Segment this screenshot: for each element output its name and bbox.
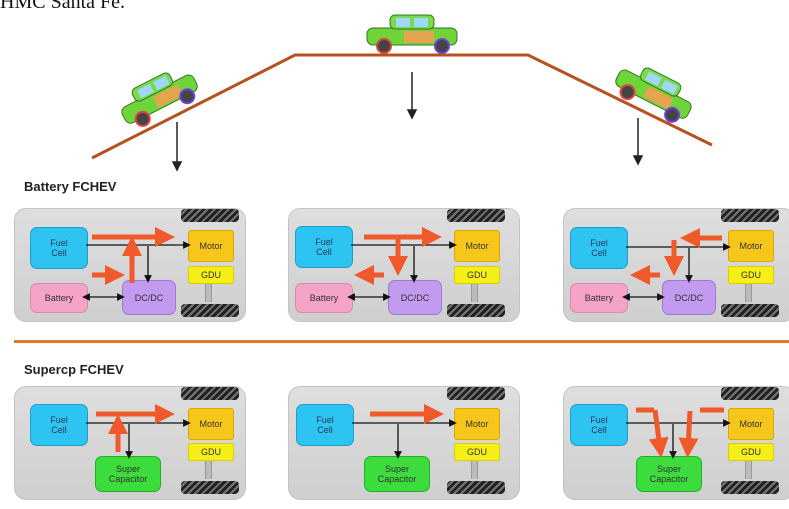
figure-caption: HMC Santa Fe. (0, 0, 125, 13)
panel3-flow (630, 228, 722, 285)
axle (205, 461, 212, 479)
tire-bottom (181, 481, 239, 494)
section-title-supercap: Supercp FCHEV (24, 362, 124, 377)
gdu-box: GDU (728, 266, 774, 284)
tire-bottom (447, 481, 505, 494)
axle (471, 461, 478, 479)
tire-top (447, 209, 505, 222)
fuel-cell-box: Fuel Cell (570, 404, 628, 446)
tire-top (721, 387, 779, 400)
fuel-cell-box: Fuel Cell (295, 226, 353, 268)
panel6-flow (636, 407, 724, 458)
motor-box: Motor (188, 230, 234, 262)
car-uphill (121, 72, 198, 127)
tire-top (447, 387, 505, 400)
fuel-cell-box: Fuel Cell (296, 404, 354, 446)
tire-bottom (721, 481, 779, 494)
panel1-flow (92, 227, 175, 285)
road-line (91, 53, 713, 160)
tire-top (181, 209, 239, 222)
tire-bottom (447, 304, 505, 317)
fuel-cell-box: Fuel Cell (30, 404, 88, 446)
axle (471, 284, 478, 302)
axle (745, 284, 752, 302)
tire-bottom (181, 304, 239, 317)
panel1-lines (82, 241, 191, 301)
axle (745, 461, 752, 479)
panel4-flow (96, 404, 175, 452)
tire-top (181, 387, 239, 400)
section-divider (14, 340, 789, 343)
panel6-lines (626, 419, 731, 459)
panel2-lines (347, 241, 457, 301)
car-downhill (615, 67, 692, 123)
battery-box: Battery (570, 283, 628, 313)
battery-box: Battery (295, 283, 353, 313)
super-capacitor-box: Super Capacitor (636, 456, 702, 492)
gdu-box: GDU (188, 266, 234, 284)
battery-box: Battery (30, 283, 88, 313)
fuel-cell-box: Fuel Cell (30, 227, 88, 269)
motor-box: Motor (728, 230, 774, 262)
super-capacitor-box: Super Capacitor (95, 456, 161, 492)
tire-top (721, 209, 779, 222)
panel2-flow (354, 227, 442, 285)
fuel-cell-box: Fuel Cell (570, 227, 628, 269)
panel5-lines (352, 419, 457, 459)
car-flat (366, 14, 458, 54)
motor-box: Motor (728, 408, 774, 440)
motor-box: Motor (188, 408, 234, 440)
axle (205, 284, 212, 302)
gdu-box: GDU (454, 266, 500, 284)
motor-box: Motor (454, 408, 500, 440)
gdu-box: GDU (728, 443, 774, 461)
panel4-lines (86, 419, 191, 459)
motor-box: Motor (454, 230, 500, 262)
section-title-battery: Battery FCHEV (24, 179, 117, 194)
gdu-box: GDU (188, 443, 234, 461)
gravity-arrows (171, 72, 644, 172)
dcdc-box: DC/DC (122, 280, 176, 315)
tire-bottom (721, 304, 779, 317)
gdu-box: GDU (454, 443, 500, 461)
